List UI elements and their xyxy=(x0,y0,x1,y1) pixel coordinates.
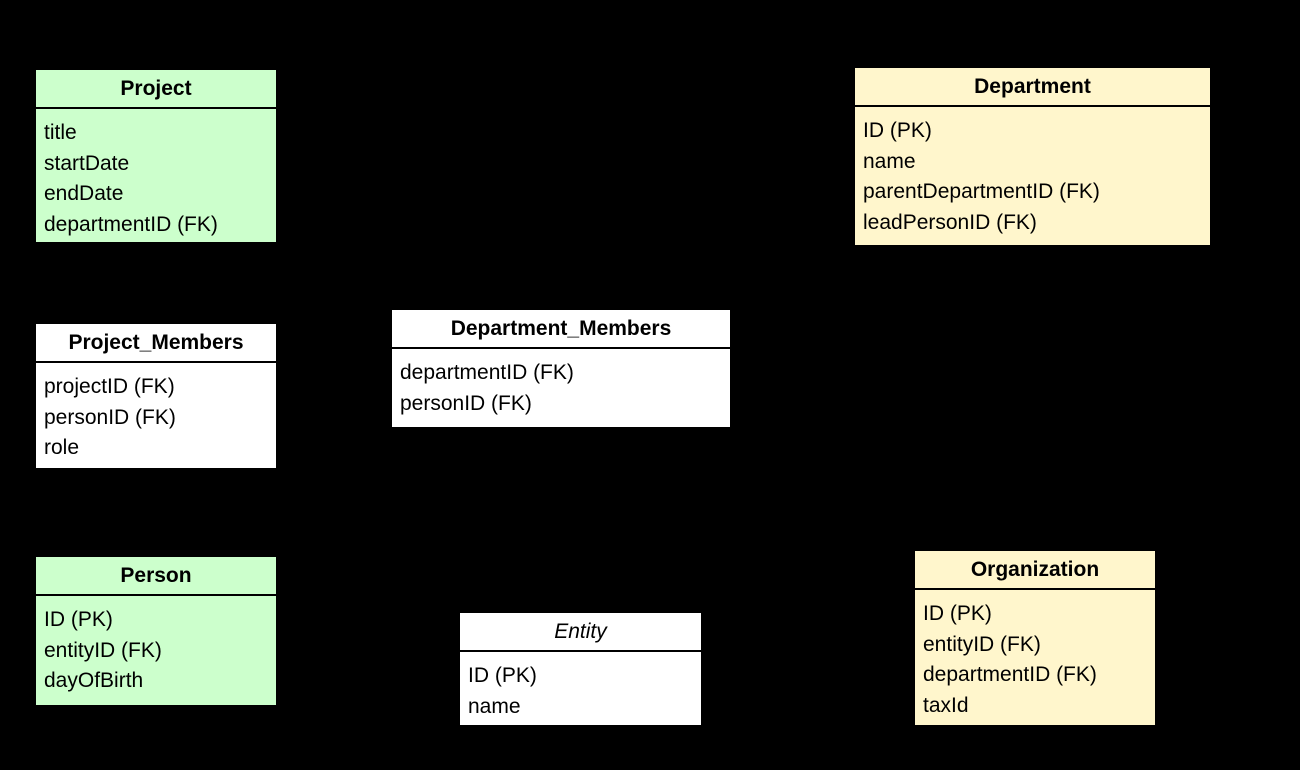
entity-title-organization: Organization xyxy=(915,551,1155,590)
attribute-row: personID (FK) xyxy=(44,405,176,429)
attribute-row: title xyxy=(44,121,77,144)
entity-title-project_members: Project_Members xyxy=(36,324,276,363)
entity-attributes-department_members: departmentID (FK) personID (FK) xyxy=(392,349,730,427)
attribute-row: endDate xyxy=(44,182,124,205)
entity-box-project_members[interactable]: Project_Members projectID (FK) personID (F… xyxy=(34,322,278,470)
attribute-row: ID (PK) xyxy=(468,664,537,687)
attribute-row: departmentID (FK) xyxy=(923,663,1097,686)
entity-title-person: Person xyxy=(36,557,276,596)
entity-box-project[interactable]: Project title startDate endDate departmentID… xyxy=(34,68,278,244)
entity-attributes-entity: ID (PK) name xyxy=(460,652,701,725)
attribute-row: name xyxy=(468,694,521,718)
entity-box-department_members[interactable]: Department_Members departmentID (FK) perso… xyxy=(390,308,732,429)
entity-attributes-person: ID (PK) entityID (FK) dayOfBirth xyxy=(36,596,276,705)
attribute-row: name xyxy=(863,149,916,173)
entity-box-entity[interactable]: Entity ID (PK) name xyxy=(458,611,703,727)
attribute-row: ID (PK) xyxy=(44,608,113,631)
attribute-row: entityID (FK) xyxy=(44,638,162,662)
attribute-row: startDate xyxy=(44,151,130,175)
entity-attributes-project: title startDate endDate departmentID (FK) xyxy=(36,109,276,242)
attribute-row: departmentID (FK) xyxy=(400,361,574,384)
entity-title-department_members: Department_Members xyxy=(392,310,730,349)
attribute-row: departmentID (FK) xyxy=(44,212,218,236)
entity-box-organization[interactable]: Organization ID (PK) entityID (FK) departme… xyxy=(913,549,1157,727)
attribute-row: personID (FK) xyxy=(400,391,532,415)
attribute-row: projectID (FK) xyxy=(44,375,175,398)
attribute-row: leadPersonID (FK) xyxy=(863,210,1037,234)
attribute-row: entityID (FK) xyxy=(923,632,1041,656)
attribute-row: parentDepartmentID (FK) xyxy=(863,180,1100,203)
attribute-row: ID (PK) xyxy=(923,602,992,625)
entity-attributes-project_members: projectID (FK) personID (FK) role xyxy=(36,363,276,468)
attribute-row: taxId xyxy=(923,693,969,717)
attribute-row: dayOfBirth xyxy=(44,669,144,692)
entity-attributes-department: ID (PK) name parentDepartmentID (FK) leadPe… xyxy=(855,107,1210,245)
entity-box-department[interactable]: Department ID (PK) name parentDepartmentID … xyxy=(853,66,1212,247)
entity-attributes-organization: ID (PK) entityID (FK) departmentID (FK) tax… xyxy=(915,590,1155,725)
entity-box-person[interactable]: Person ID (PK) entityID (FK) dayOfBirth xyxy=(34,555,278,707)
entity-title-department: Department xyxy=(855,68,1210,107)
attribute-row: ID (PK) xyxy=(863,119,932,142)
attribute-row: role xyxy=(44,436,80,459)
entity-title-entity: Entity xyxy=(460,613,701,652)
entity-title-project: Project xyxy=(36,70,276,109)
